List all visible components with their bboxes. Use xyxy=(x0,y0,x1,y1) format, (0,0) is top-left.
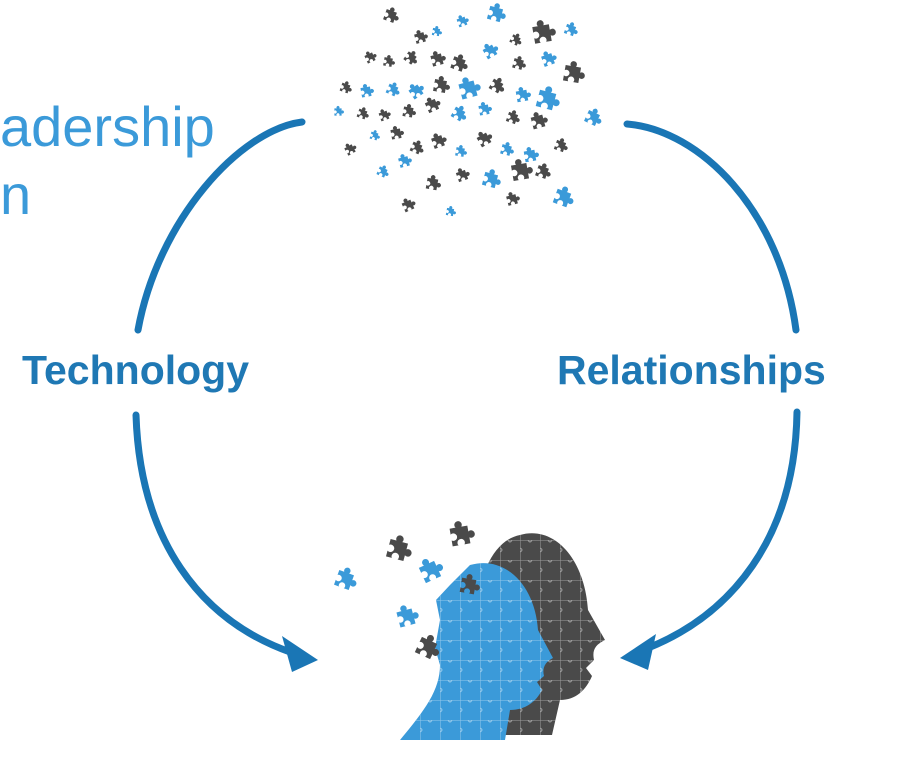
left-arrow xyxy=(132,118,318,672)
right-arrowhead-icon xyxy=(620,634,656,670)
cropped-heading-line-2: n xyxy=(0,163,32,226)
puzzle-piece-icon xyxy=(450,103,471,124)
puzzle-piece-icon xyxy=(553,136,571,154)
puzzle-piece-icon xyxy=(510,156,535,182)
puzzle-piece-icon xyxy=(383,54,397,68)
puzzle-piece-icon xyxy=(488,75,509,96)
puzzle-piece-icon xyxy=(397,152,413,168)
puzzle-piece-icon xyxy=(450,52,471,74)
puzzle-piece-icon xyxy=(385,533,416,563)
puzzle-piece-icon xyxy=(369,129,382,142)
puzzle-piece-icon xyxy=(363,48,379,64)
puzzle-piece-icon xyxy=(505,108,523,126)
puzzle-piece-icon xyxy=(457,74,483,100)
puzzle-piece-icon xyxy=(406,79,427,100)
puzzle-piece-icon xyxy=(429,130,449,149)
right-arrow xyxy=(620,120,801,670)
puzzle-piece-icon xyxy=(356,105,371,121)
puzzle-piece-icon xyxy=(413,28,429,44)
puzzle-piece-icon xyxy=(474,127,495,148)
front-head-pattern xyxy=(400,563,553,740)
relationships-label: Relationships xyxy=(557,347,826,393)
puzzle-piece-icon xyxy=(455,144,469,158)
puzzle-piece-icon xyxy=(512,55,528,71)
puzzle-piece-icon xyxy=(403,48,422,67)
technology-label: Technology xyxy=(22,347,250,393)
puzzle-piece-icon xyxy=(334,106,344,116)
puzzle-piece-icon xyxy=(486,1,509,24)
puzzle-piece-icon xyxy=(400,195,418,213)
puzzle-piece-icon xyxy=(552,184,578,209)
puzzle-piece-icon xyxy=(339,79,354,95)
puzzle-piece-icon xyxy=(584,106,606,128)
puzzle-piece-icon xyxy=(454,165,472,183)
puzzle-piece-icon xyxy=(535,84,564,112)
puzzle-piece-icon xyxy=(531,17,558,44)
puzzle-piece-icon xyxy=(448,518,477,547)
left-arrow-upper xyxy=(134,118,306,334)
puzzle-piece-icon xyxy=(529,109,550,130)
left-arrowhead-icon xyxy=(282,636,318,672)
puzzle-piece-icon xyxy=(425,174,443,191)
puzzle-piece-icon xyxy=(445,205,457,217)
puzzle-piece-icon xyxy=(477,100,493,116)
puzzle-piece-icon xyxy=(359,82,375,98)
puzzle-piece-icon xyxy=(562,59,588,84)
puzzle-piece-icon xyxy=(539,48,559,67)
left-arrow-lower xyxy=(132,411,294,656)
puzzle-piece-icon xyxy=(409,138,427,156)
right-arrow-lower xyxy=(644,408,801,652)
puzzle-piece-icon xyxy=(385,80,403,98)
puzzle-piece-icon xyxy=(334,565,361,592)
puzzle-piece-icon xyxy=(342,140,359,156)
puzzle-piece-icon xyxy=(509,31,525,48)
puzzle-piece-icon xyxy=(480,39,501,60)
puzzle-piece-icon xyxy=(481,167,504,190)
puzzle-piece-icon xyxy=(455,13,471,28)
puzzle-piece-icon xyxy=(402,103,418,119)
puzzle-piece-icon xyxy=(500,141,516,157)
right-arrow-upper xyxy=(623,120,800,334)
puzzle-piece-icon xyxy=(563,20,581,38)
puzzle-piece-icon xyxy=(431,25,443,37)
puzzle-piece-icon xyxy=(377,107,393,122)
puzzle-piece-icon xyxy=(535,161,554,181)
cropped-heading: adership n xyxy=(0,93,215,229)
puzzle-piece-icon xyxy=(433,75,452,94)
puzzle-piece-icon xyxy=(376,163,392,179)
puzzle-piece-icon xyxy=(429,48,448,67)
puzzle-piece-icon xyxy=(383,5,402,25)
puzzle-piece-icon xyxy=(395,602,421,628)
scattered-puzzle-pieces-icon xyxy=(334,1,606,217)
puzzle-piece-icon xyxy=(389,124,405,140)
puzzle-heads-icon xyxy=(334,518,605,740)
puzzle-piece-icon xyxy=(515,85,532,103)
puzzle-piece-icon xyxy=(523,145,540,163)
puzzle-piece-icon xyxy=(416,553,447,584)
cropped-heading-line-1: adership xyxy=(0,95,215,158)
puzzle-piece-icon xyxy=(423,94,443,114)
puzzle-piece-icon xyxy=(505,190,521,206)
